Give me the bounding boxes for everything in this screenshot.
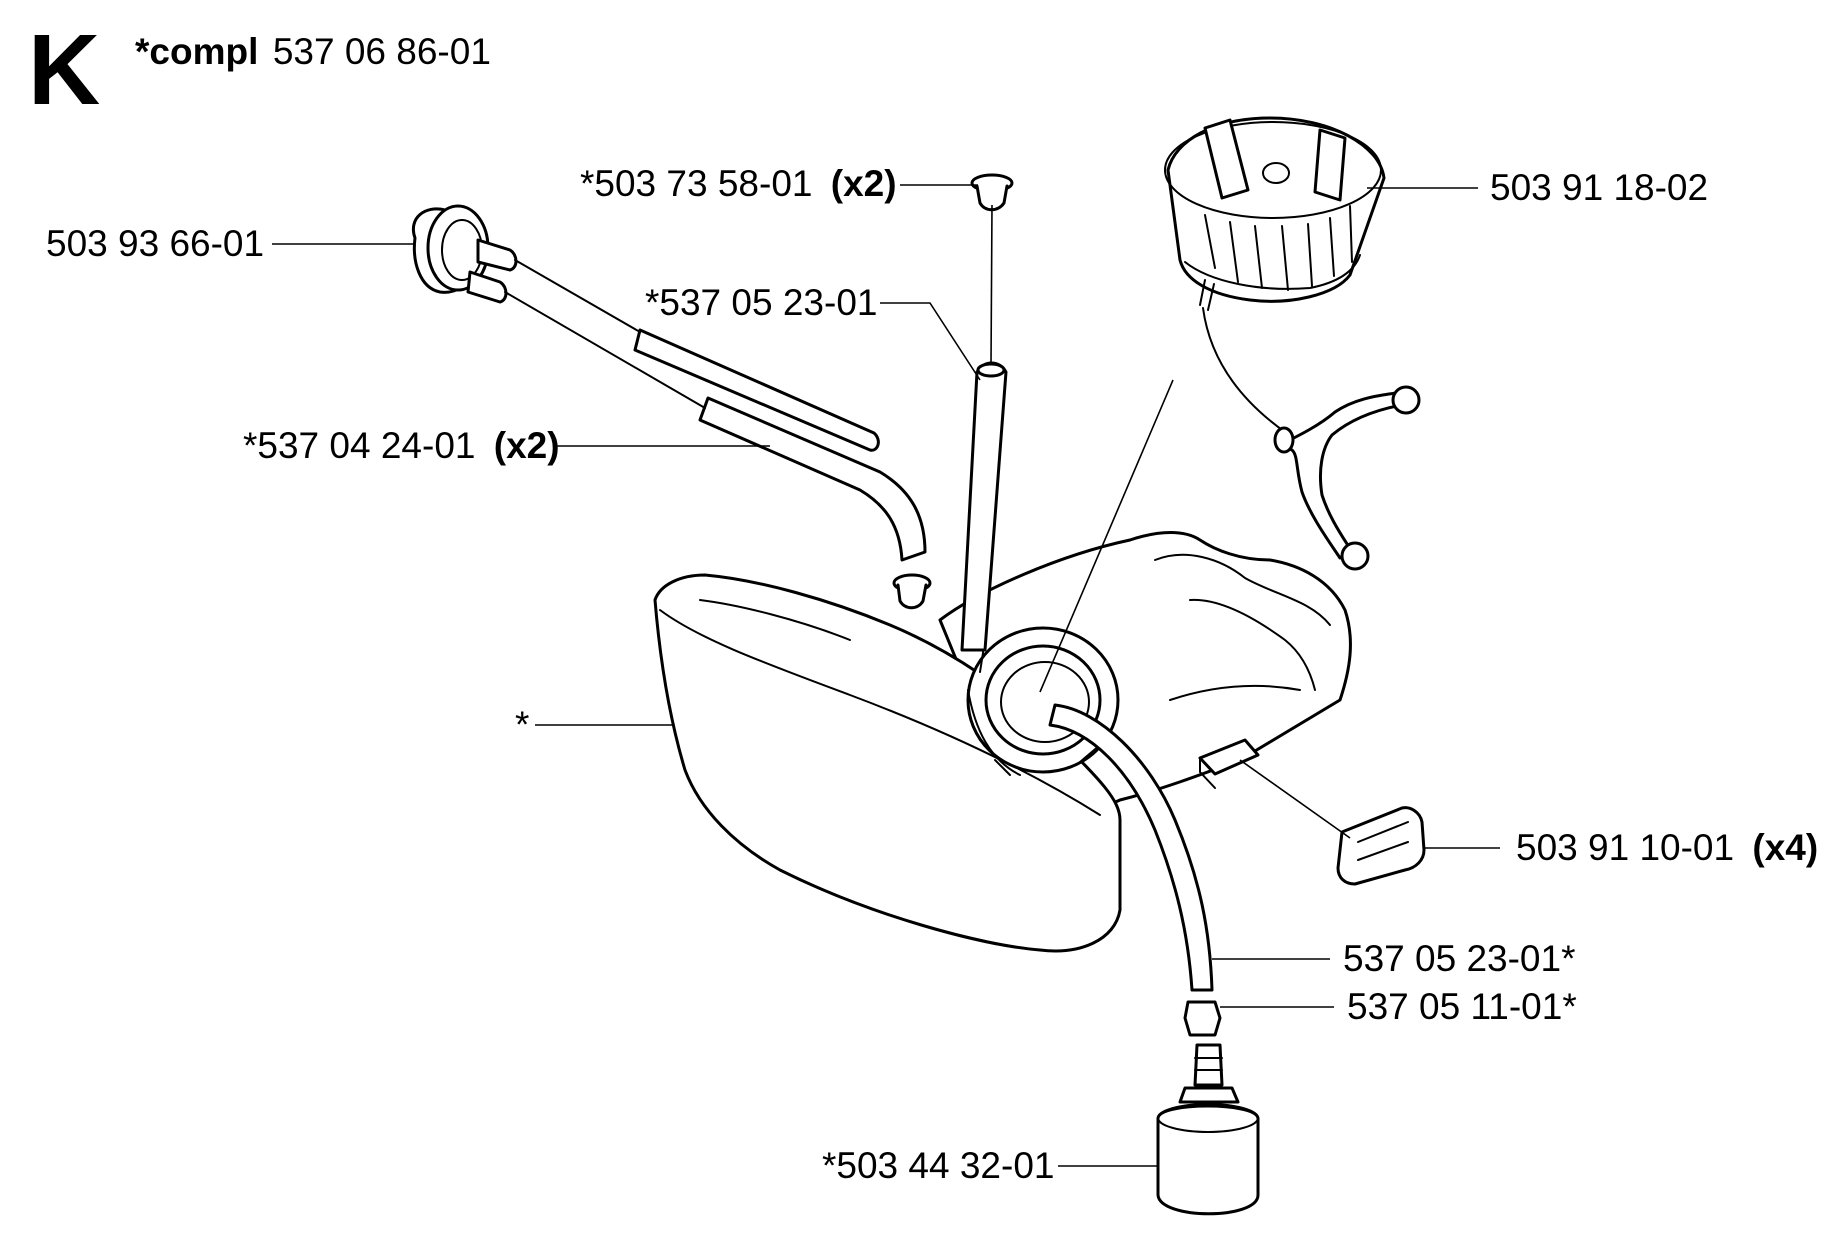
primer-bulb-drawing	[411, 204, 927, 562]
part-number: *	[515, 704, 529, 745]
rubber-pad-drawing	[1336, 806, 1426, 886]
pad-guide-line	[1239, 759, 1351, 839]
hose-lower-drawing	[1048, 703, 1214, 992]
leader-hose-upper	[880, 302, 981, 381]
grommet-tank-drawing	[892, 573, 932, 610]
grommet-hose-guide-line	[990, 204, 993, 366]
part-label-grommet-top: *503 73 58-01 (x2)	[580, 163, 897, 204]
part-number: *503 44 32-01	[822, 1145, 1054, 1186]
part-label-primer: 503 93 66-01	[46, 223, 264, 264]
part-number: 503 91 10-01	[1516, 827, 1734, 868]
part-number: *537 04 24-01	[243, 425, 475, 466]
complete-assembly-label: *compl 537 06 86-01	[135, 31, 491, 72]
fuel-filter-drawing	[1156, 1043, 1260, 1216]
fuel-cap-drawing	[1164, 116, 1421, 571]
compl-number: 537 06 86-01	[273, 31, 491, 72]
part-number: 503 93 66-01	[46, 223, 264, 264]
part-label-tank: *	[515, 704, 529, 745]
part-label-hose-lower: 537 05 23-01*	[1343, 938, 1575, 979]
part-label-cap: 503 91 18-02	[1490, 167, 1708, 208]
fuel-tank-drawing	[653, 531, 1352, 953]
part-qty: (x2)	[831, 163, 897, 204]
part-number: 537 05 11-01*	[1347, 986, 1577, 1027]
connector-drawing	[1183, 1000, 1222, 1037]
part-qty: (x2)	[494, 425, 560, 466]
part-label-rubber-pad: 503 91 10-01 (x4)	[1516, 827, 1818, 868]
part-qty: (x4)	[1752, 827, 1818, 868]
part-number: 537 05 23-01*	[1343, 938, 1575, 979]
section-letter: K	[28, 14, 100, 126]
part-label-hoses-pair: *537 04 24-01 (x2)	[243, 425, 560, 466]
hose-upper-drawing	[960, 361, 1008, 652]
part-number: *503 73 58-01	[580, 163, 812, 204]
tank-cap-guide-line	[1039, 379, 1174, 693]
part-number: 503 91 18-02	[1490, 167, 1708, 208]
part-label-connector: 537 05 11-01*	[1347, 986, 1577, 1027]
leader-lines	[272, 184, 1500, 1167]
part-label-filter: *503 44 32-01	[822, 1145, 1054, 1186]
part-number: *537 05 23-01	[645, 282, 877, 323]
compl-prefix: *compl	[135, 31, 258, 72]
grommet-top-drawing	[970, 173, 1014, 212]
part-label-hose-upper: *537 05 23-01	[645, 282, 877, 323]
